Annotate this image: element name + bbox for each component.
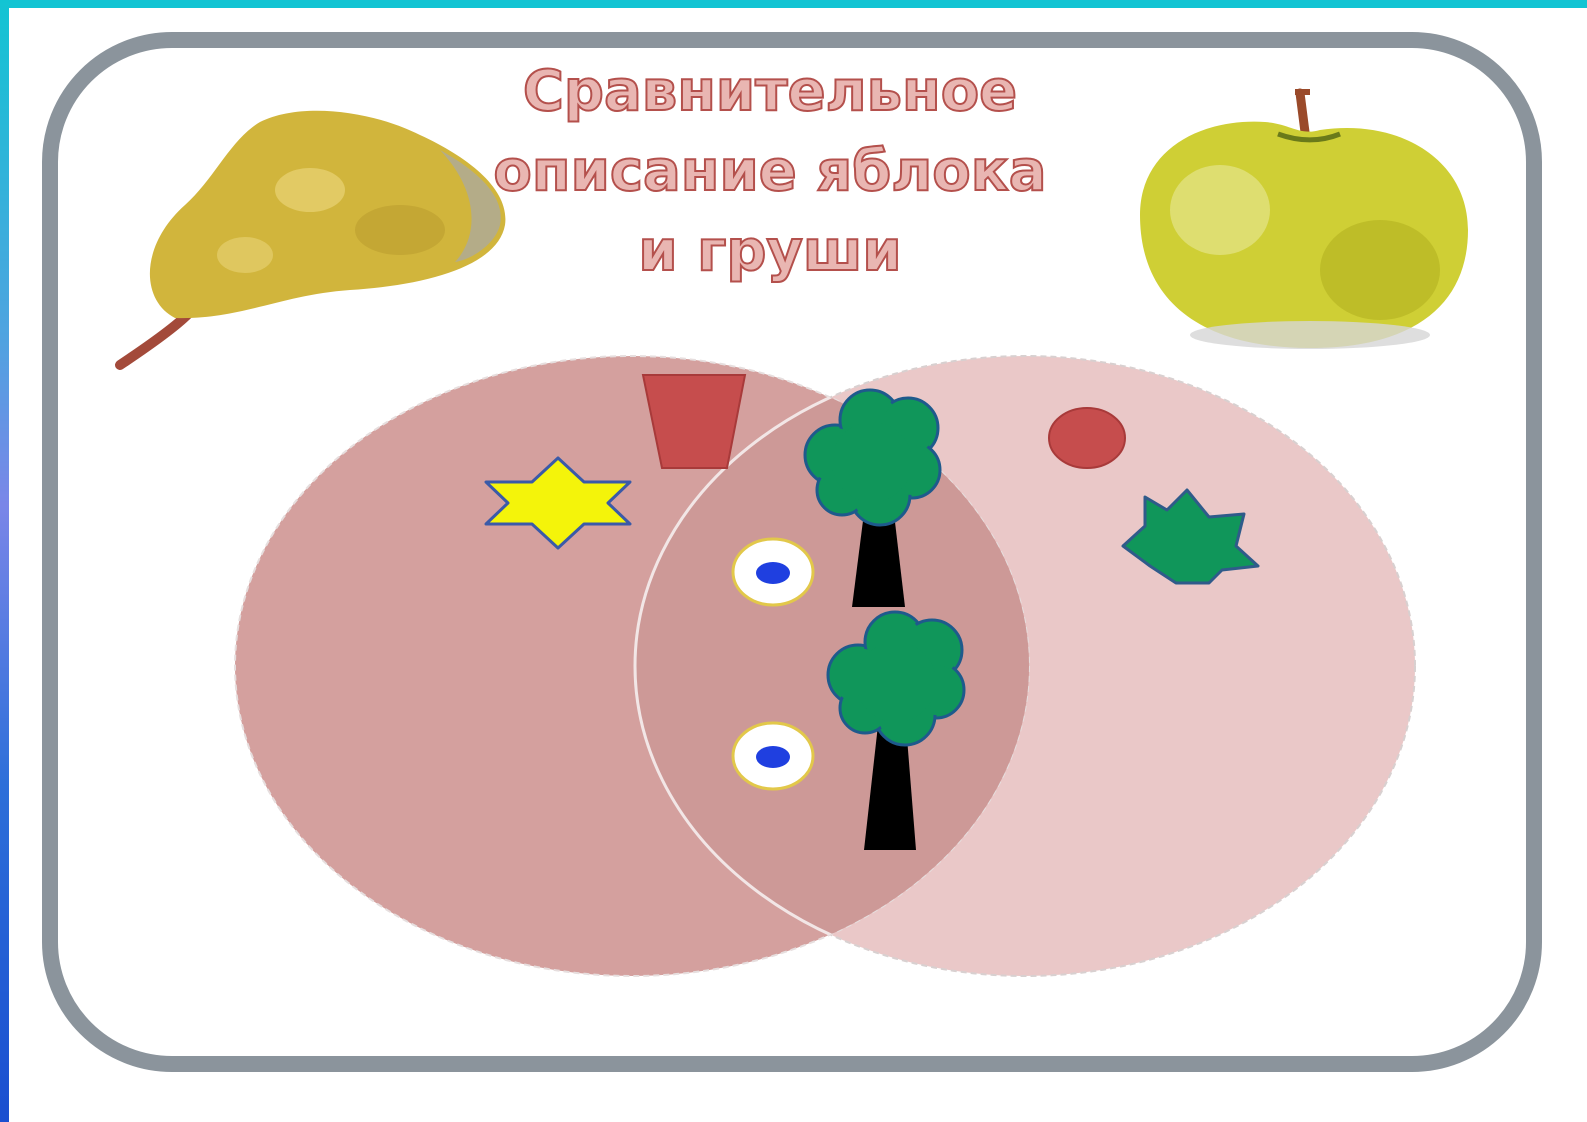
apple-image <box>1140 92 1468 349</box>
eye-icon <box>733 539 813 605</box>
trapezoid-icon <box>643 375 745 468</box>
pear-image <box>120 111 505 365</box>
red-circle-icon <box>1049 408 1125 468</box>
eye-icon <box>733 723 813 789</box>
